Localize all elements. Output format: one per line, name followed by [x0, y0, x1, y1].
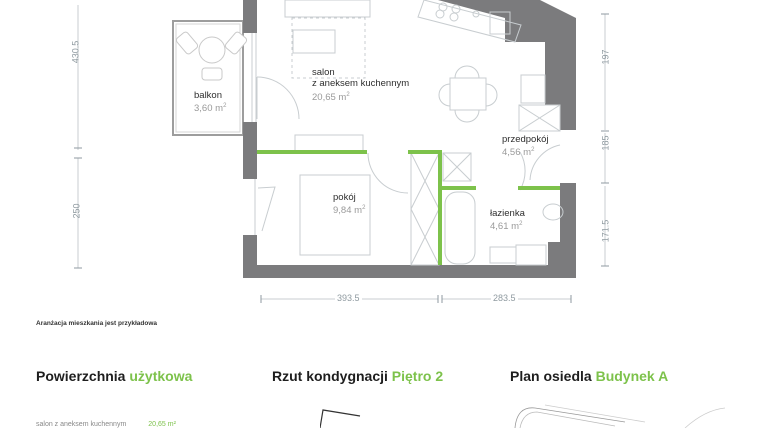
room-area-salon: 20,65 m2 — [312, 92, 350, 103]
section-title-floor-plan: Rzut kondygnacji Piętro 2 — [272, 368, 444, 384]
room-label-salon-sub: z aneksem kuchennym — [312, 78, 410, 89]
dimension-ticks — [74, 13, 609, 303]
balcony — [172, 20, 248, 136]
dimension-right-1: 197 — [600, 49, 611, 65]
dimension-left-bottom: 250 — [71, 203, 82, 219]
room-area-balkon: 3,60 m2 — [194, 103, 227, 114]
floor-thumbnail — [320, 409, 361, 428]
dimension-right-2: 185 — [600, 135, 611, 151]
section-title-site-plan: Plan osiedla Budynek A — [510, 368, 669, 384]
dimension-right-3: 171.5 — [600, 219, 611, 243]
room-label-salon: salon — [312, 67, 335, 78]
dimension-bottom-left: 393.5 — [335, 293, 362, 303]
section-title-usable-area: Powierzchnia użytkowa — [36, 368, 193, 384]
room-area-przedpokoj: 4,56 m2 — [502, 147, 535, 158]
site-plan-thumbnail — [514, 404, 726, 428]
interior-walls-green — [257, 150, 560, 265]
room-area-lazienka: 4,61 m2 — [490, 221, 523, 232]
room-label-balkon: balkon — [194, 90, 222, 101]
room-label-pokoj: pokój — [333, 192, 356, 203]
room-label-lazienka: łazienka — [490, 208, 525, 219]
walls — [243, 0, 576, 278]
dimension-bottom-right: 283.5 — [491, 293, 518, 303]
room-label-przedpokoj: przedpokój — [502, 134, 549, 145]
arrangement-note: Aranżacja mieszkania jest przykładowa — [36, 320, 158, 327]
dimension-left-top: 430.5 — [70, 40, 81, 64]
room-area-pokoj: 9,84 m2 — [333, 205, 366, 216]
